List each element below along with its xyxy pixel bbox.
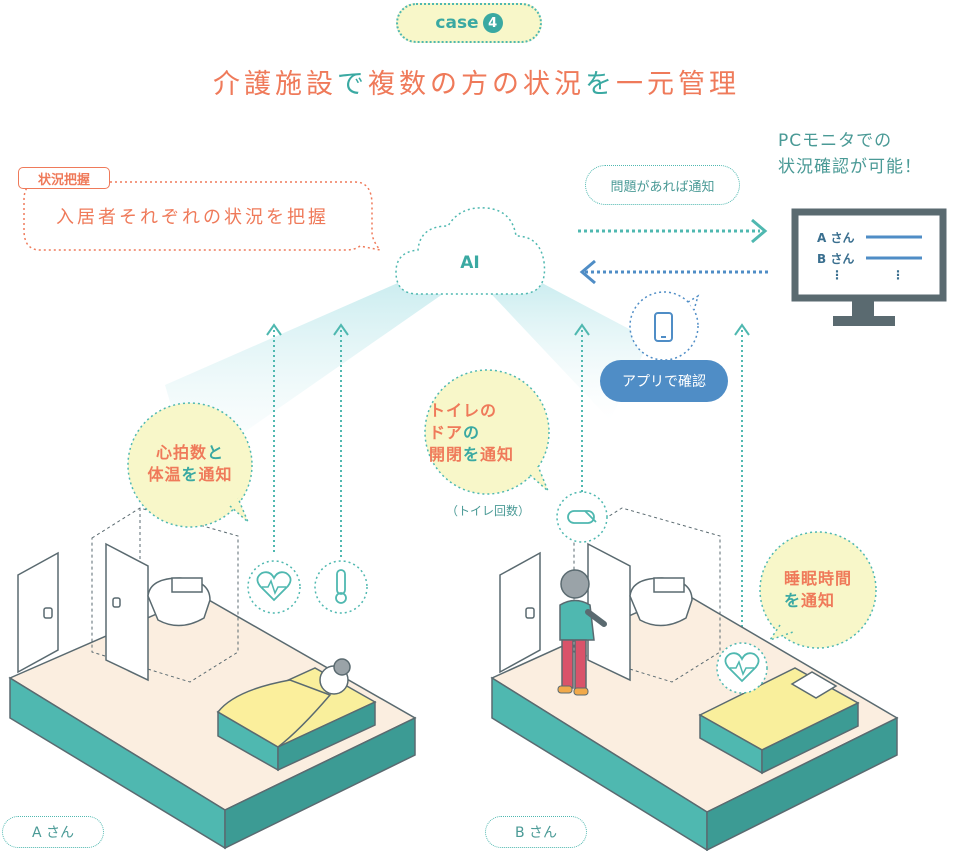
thermometer-icon xyxy=(314,560,368,614)
app-check-button[interactable]: アプリで確認 xyxy=(600,360,728,402)
pc-monitor xyxy=(791,208,947,326)
pc-text-line-1: PCモニタでの xyxy=(778,131,893,151)
pc-text-line-2: 状況確認が可能！ xyxy=(778,157,922,177)
title-part-5: 一元管理 xyxy=(616,69,740,100)
bubble-a-l1b: と xyxy=(207,443,225,462)
title-part-4: を xyxy=(585,69,616,100)
bubble-a-shape xyxy=(127,402,253,528)
bubble-a-l2b: を xyxy=(181,465,199,484)
title-part-3: 複数の方の状況 xyxy=(368,69,585,100)
monitor-row-b: B さん xyxy=(817,252,855,266)
room-a-label: A さん xyxy=(2,816,104,848)
bubble-sleep-l2b: 通知 xyxy=(801,591,836,610)
notify-label: 問題があれば通知 xyxy=(585,165,740,205)
bubble-sleep-text: 睡眠時間 を通知 xyxy=(770,568,880,612)
case-number: 4 xyxy=(482,13,503,33)
bubble-toilet-l3b: を xyxy=(463,445,481,464)
monitor-dots-2: ⋮ xyxy=(892,268,904,282)
room-b xyxy=(490,507,899,851)
title-part-2: で xyxy=(337,69,368,100)
status-tag: 状況把握 xyxy=(18,167,110,189)
monitor-row-a: A さん xyxy=(817,231,855,245)
sensor-arrows xyxy=(266,323,750,640)
bubble-a-text: 心拍数と 体温を通知 xyxy=(130,442,250,486)
bubble-toilet-l2b: の xyxy=(463,423,481,442)
bubble-toilet-l3a: 開閉 xyxy=(429,445,464,464)
bubble-a-l2: 体温 xyxy=(147,465,182,484)
bubble-toilet-shape xyxy=(424,369,550,495)
room-b-label: B さん xyxy=(485,816,587,848)
room-a xyxy=(8,507,417,850)
ai-label: AI xyxy=(460,253,480,273)
bubble-toilet-l3c: 通知 xyxy=(480,445,515,464)
return-arrow xyxy=(579,259,768,285)
heart-rate-icon xyxy=(247,560,301,614)
bubble-toilet-l1: トイレの xyxy=(429,401,498,420)
bubble-a-l2c: 通知 xyxy=(198,465,233,484)
ai-cloud xyxy=(395,207,546,295)
notify-arrow xyxy=(578,218,768,244)
sleep-heart-icon xyxy=(716,642,768,694)
pc-monitor-text: PCモニタでの 状況確認が可能！ xyxy=(778,128,953,180)
page-title: 介護施設で複数の方の状況を一元管理 xyxy=(0,62,953,101)
bubble-a-l1: 心拍数 xyxy=(155,443,207,462)
phone-bubble xyxy=(629,291,700,361)
bubble-sleep-l1: 睡眠時間 xyxy=(784,569,853,588)
status-text: 入居者それぞれの状況を把握 xyxy=(56,207,329,228)
toilet-count-note: （トイレ回数） xyxy=(445,504,530,518)
monitor-dots-1: ⋮ xyxy=(831,268,843,282)
bubble-toilet-text: トイレの ドアの 開閉を通知 xyxy=(427,400,549,466)
beam-left xyxy=(165,282,460,470)
bubble-sleep-l2a: を xyxy=(784,591,802,610)
bubble-toilet-l2a: ドア xyxy=(429,423,464,442)
bubble-sleep-shape xyxy=(759,531,877,649)
case-badge: case 4 xyxy=(396,3,542,43)
case-word: case xyxy=(435,13,479,33)
door-sensor-icon xyxy=(556,491,608,543)
status-bubble xyxy=(23,181,382,252)
title-part-1: 介護施設 xyxy=(213,69,337,100)
